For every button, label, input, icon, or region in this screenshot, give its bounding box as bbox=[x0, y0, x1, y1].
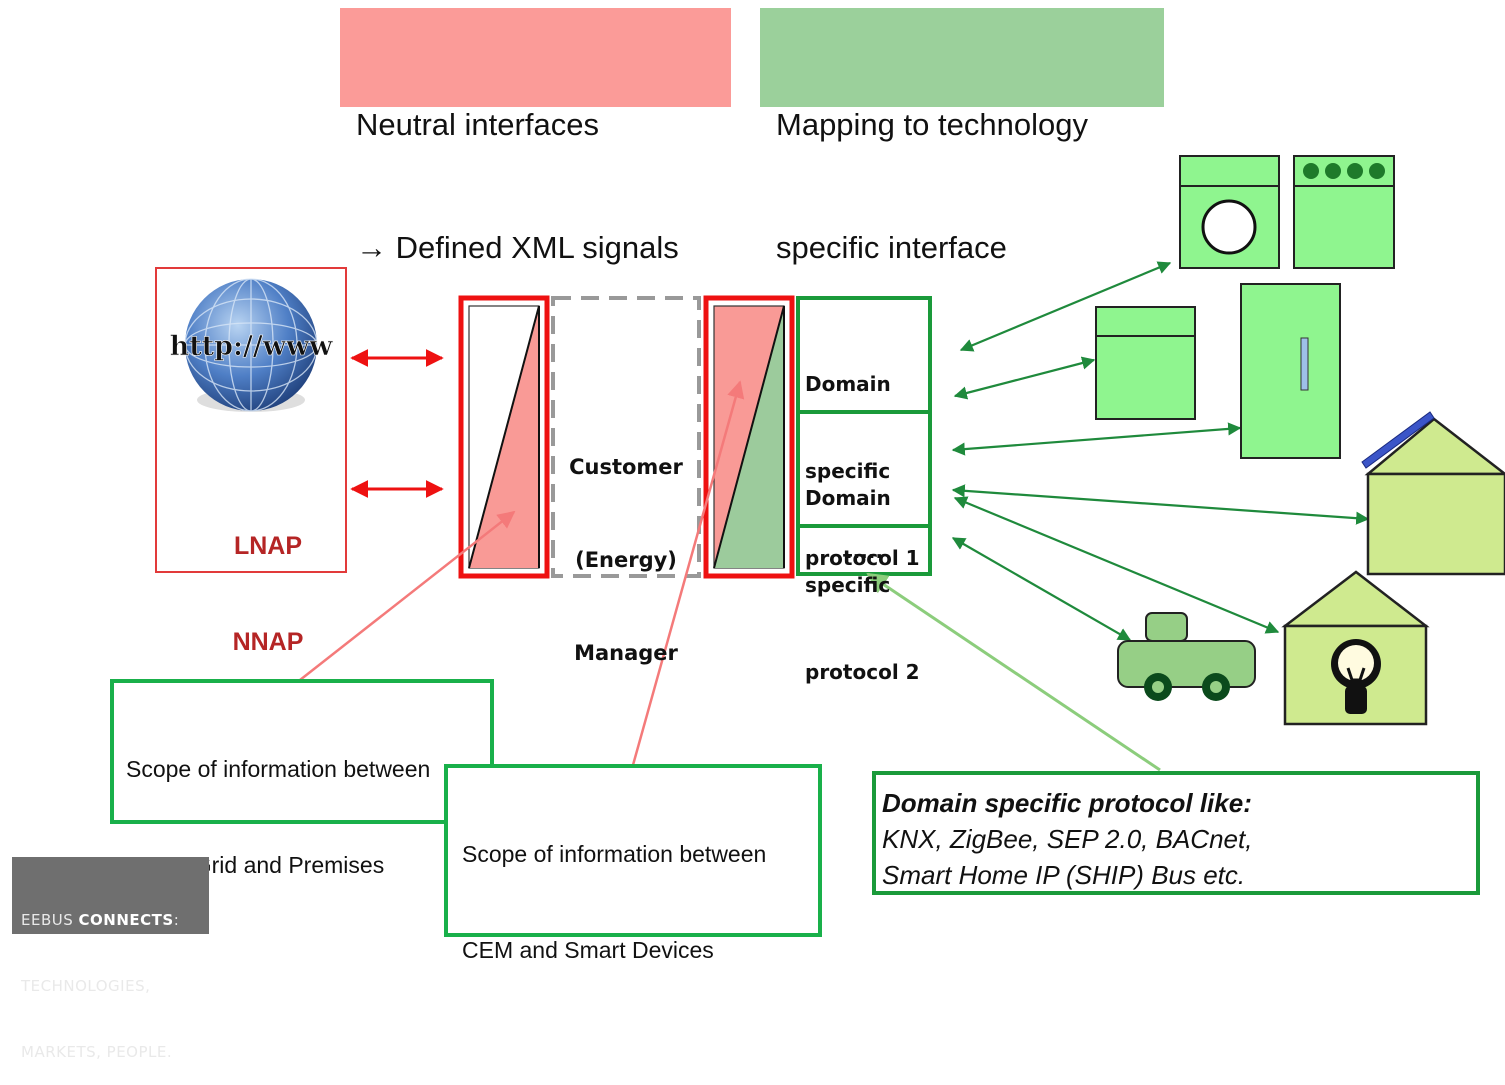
electric-car-icon bbox=[1117, 612, 1256, 701]
legend-neutral-interfaces: Neutral interfaces → Defined XML signals bbox=[340, 8, 731, 265]
scope-grid-line1: Scope of information between bbox=[126, 756, 431, 782]
fridge-icon bbox=[1240, 283, 1341, 459]
domain-protocols-line3: Smart Home IP (SHIP) Bus etc. bbox=[882, 860, 1246, 890]
washing-machine-icon bbox=[1179, 155, 1280, 269]
legend-mapping-line1: Mapping to technology bbox=[776, 107, 1088, 142]
cem-line3: Manager bbox=[574, 641, 678, 665]
branding-connects: CONNECTS bbox=[78, 911, 174, 929]
branding-line2: TECHNOLOGIES, bbox=[21, 977, 151, 995]
legend-neutral-line1: Neutral interfaces bbox=[356, 107, 599, 142]
dishwasher-icon bbox=[1095, 306, 1196, 420]
branding-colon: : bbox=[173, 911, 180, 929]
protocol-pointer bbox=[866, 572, 1161, 772]
legend-mapping-line2: specific interface bbox=[776, 230, 1007, 265]
cem-line2: (Energy) bbox=[575, 548, 677, 572]
device-link-arrows bbox=[951, 261, 1370, 641]
protocol-2-label: Domain specific protocol 2 bbox=[805, 426, 920, 716]
branding-eebus: EEBUS bbox=[21, 911, 79, 929]
protocol-more-box bbox=[796, 524, 932, 576]
protocol-1-line2: specific bbox=[805, 459, 891, 483]
protocol-1-line1: Domain bbox=[805, 372, 891, 396]
eebus-branding: EEBUS CONNECTS: TECHNOLOGIES, MARKETS, P… bbox=[12, 857, 209, 1061]
protocol-2-line2: specific bbox=[805, 573, 891, 597]
smart-grid-access-points: LNAP NNAP bbox=[205, 466, 331, 690]
lnap-label: LNAP bbox=[233, 532, 303, 560]
domain-protocols-box: Domain specific protocol like: KNX, ZigB… bbox=[872, 771, 1480, 895]
legend-mapping-interface: Mapping to technology specific interface bbox=[760, 8, 1164, 265]
domain-protocols-title: Domain specific protocol like: bbox=[882, 788, 1252, 818]
scope-grid-box: Scope of information between Smart Grid … bbox=[110, 679, 494, 878]
nnap-label: NNAP bbox=[232, 628, 304, 656]
stove-icon bbox=[1293, 155, 1395, 269]
legend-neutral-line2: → Defined XML signals bbox=[356, 230, 679, 265]
protocol-more-label: ..... bbox=[845, 539, 883, 563]
scope-grid-pointer bbox=[299, 510, 516, 681]
branding-line3: MARKETS, PEOPLE. bbox=[21, 1043, 173, 1061]
cem-box bbox=[551, 296, 701, 578]
protocol-1-label: Domain specific protocol 1 bbox=[805, 312, 920, 602]
scope-cem-line2: CEM and Smart Devices bbox=[462, 937, 714, 963]
lightbulb-house-icon bbox=[1281, 570, 1430, 726]
scope-cem-pointer bbox=[631, 380, 745, 766]
cem-line1: Customer bbox=[569, 455, 683, 479]
protocol-1-line3: protocol 1 bbox=[805, 546, 920, 570]
left-neutral-interface bbox=[458, 295, 550, 579]
scope-cem-box: Scope of information between CEM and Sma… bbox=[444, 764, 822, 963]
domain-protocols-line2: KNX, ZigBee, SEP 2.0, BACnet, bbox=[882, 824, 1253, 854]
cem-label: Customer (Energy) Manager bbox=[553, 390, 699, 700]
protocol-2-line3: protocol 2 bbox=[805, 660, 920, 684]
scope-cem-line1: Scope of information between bbox=[462, 841, 767, 867]
right-mapping-interface bbox=[703, 295, 795, 579]
globe-icon: http://www bbox=[169, 278, 334, 412]
solar-house-icon bbox=[1361, 411, 1505, 576]
branding-line1: EEBUS CONNECTS: bbox=[21, 909, 209, 931]
globe-url-text: http://www bbox=[170, 331, 334, 362]
protocol-2-line1: Domain bbox=[805, 486, 891, 510]
diagram-canvas: http://www bbox=[155, 155, 1505, 772]
protocol-1-box bbox=[796, 296, 932, 414]
